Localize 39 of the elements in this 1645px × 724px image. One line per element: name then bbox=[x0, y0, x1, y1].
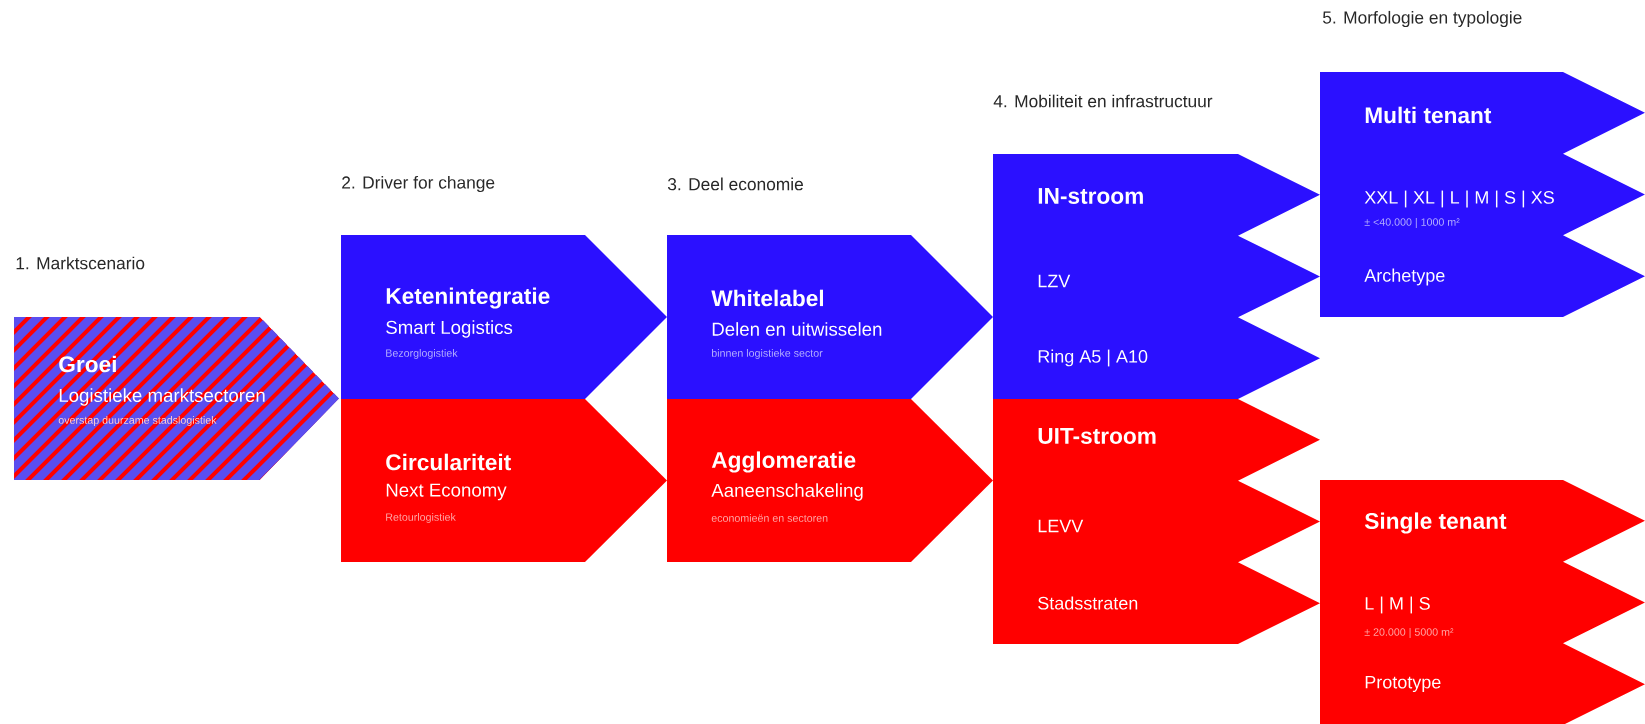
chevron-box bbox=[993, 154, 1320, 399]
box-subtitle: Smart Logistics bbox=[386, 320, 513, 338]
box-title: UIT-stroom bbox=[1038, 428, 1156, 444]
box-title: Circulariteit bbox=[386, 453, 511, 471]
column-heading: 1. Marktscenario bbox=[16, 256, 145, 270]
box-title: Single tenant bbox=[1364, 512, 1507, 534]
column-heading: 3. Deel economie bbox=[667, 177, 803, 191]
box-note: economieën en sectoren bbox=[711, 514, 828, 522]
box-item: Prototype bbox=[1365, 675, 1441, 693]
box-note: ± 20.000 | 5000 m² bbox=[1364, 628, 1454, 638]
box-note: Retourlogistiek bbox=[386, 513, 456, 523]
box-item: Ring A5 | A10 bbox=[1038, 349, 1148, 367]
box-title: Whitelabel bbox=[711, 289, 823, 307]
box-subtitle: Aaneenschakeling bbox=[711, 483, 863, 501]
box-item: Archetype bbox=[1364, 268, 1445, 286]
chevron-box bbox=[1320, 480, 1645, 724]
box-item: XXL | XL | L | M | S | XS bbox=[1364, 190, 1554, 208]
chevron-box bbox=[667, 235, 993, 399]
box-subtitle: Delen en uitwisselen bbox=[712, 322, 882, 336]
box-item: L | M | S bbox=[1365, 596, 1430, 614]
box-title: IN-stroom bbox=[1038, 188, 1143, 204]
chevron-box bbox=[667, 399, 993, 562]
box-note: ± <40.000 | 1000 m² bbox=[1364, 218, 1460, 228]
chevron-box bbox=[1320, 72, 1645, 317]
box-note: Bezorglogistiek bbox=[386, 349, 458, 359]
box-note: binnen logistieke sector bbox=[711, 349, 823, 359]
box-item: Stadsstraten bbox=[1038, 596, 1138, 610]
box-subtitle: Next Economy bbox=[386, 483, 507, 501]
box-title: Ketenintegratie bbox=[386, 287, 550, 309]
box-item: LZV bbox=[1038, 274, 1071, 288]
chevron-box bbox=[341, 235, 667, 399]
column-heading: 2. Driver for change bbox=[342, 175, 495, 193]
column-heading: 4. Mobiliteit en infrastructuur bbox=[993, 94, 1213, 108]
chevron-box bbox=[993, 399, 1320, 644]
box-item: LEVV bbox=[1038, 519, 1084, 533]
box-title: Multi tenant bbox=[1365, 106, 1492, 124]
chevron-box bbox=[341, 399, 667, 562]
box-title: Agglomeratie bbox=[711, 451, 856, 473]
column-heading: 5. Morfologie en typologie bbox=[1322, 10, 1522, 28]
